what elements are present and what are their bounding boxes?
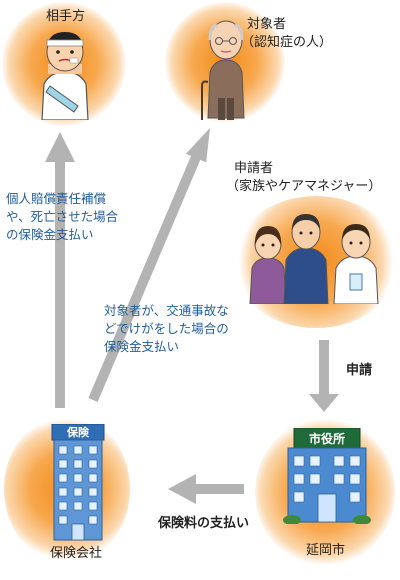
injury-note: 対象者が、交通事故な どでけがをした場合の 保険金支払い bbox=[104, 302, 229, 356]
city-sign: 市役所 bbox=[309, 431, 345, 446]
insurance-sign: 保険 bbox=[66, 425, 90, 439]
liability-note-line2: や、死亡させた場合 bbox=[6, 209, 119, 224]
care-manager bbox=[333, 224, 379, 304]
apply-label: 申請 bbox=[346, 363, 373, 378]
injury-note-line2: どでけがをした場合の bbox=[104, 321, 229, 336]
insurance-label: 保険会社 bbox=[50, 546, 103, 561]
city-label: 延岡市 bbox=[306, 543, 346, 558]
subject-label-line1: 対象者 bbox=[247, 17, 287, 32]
insurance-building-illustration: 保険 bbox=[51, 424, 105, 541]
applicant-label-line2: （家族やケアマネジャー） bbox=[226, 179, 382, 194]
arrow-city-to-insurance bbox=[168, 474, 244, 504]
city-hall-illustration: 市役所 bbox=[283, 428, 371, 524]
liability-note-line3: の保険金支払い bbox=[6, 227, 94, 242]
applicant-label-line1: 申請者 bbox=[234, 161, 274, 176]
applicant-illustration bbox=[249, 214, 379, 304]
liability-note-line1: 個人賠償責任補償 bbox=[6, 191, 107, 206]
opponent-illustration bbox=[41, 32, 89, 120]
subject-label-line2: （認知症の人） bbox=[241, 35, 333, 50]
arrow-insurance-to-opponent bbox=[45, 132, 75, 408]
premium-label: 保険料の支払い bbox=[158, 516, 250, 531]
family-woman bbox=[249, 226, 287, 304]
injury-note-line3: 保険金支払い bbox=[104, 339, 180, 354]
arrow-insurance-to-subject bbox=[88, 128, 210, 402]
subject-illustration bbox=[201, 20, 245, 120]
opponent-label: 相手方 bbox=[46, 9, 86, 24]
arrow-applicant-to-city bbox=[309, 340, 339, 412]
family-man bbox=[283, 214, 329, 304]
injury-note-line1: 対象者が、交通事故な bbox=[104, 303, 229, 318]
liability-note: 個人賠償責任補償 や、死亡させた場合 の保険金支払い bbox=[6, 190, 118, 244]
